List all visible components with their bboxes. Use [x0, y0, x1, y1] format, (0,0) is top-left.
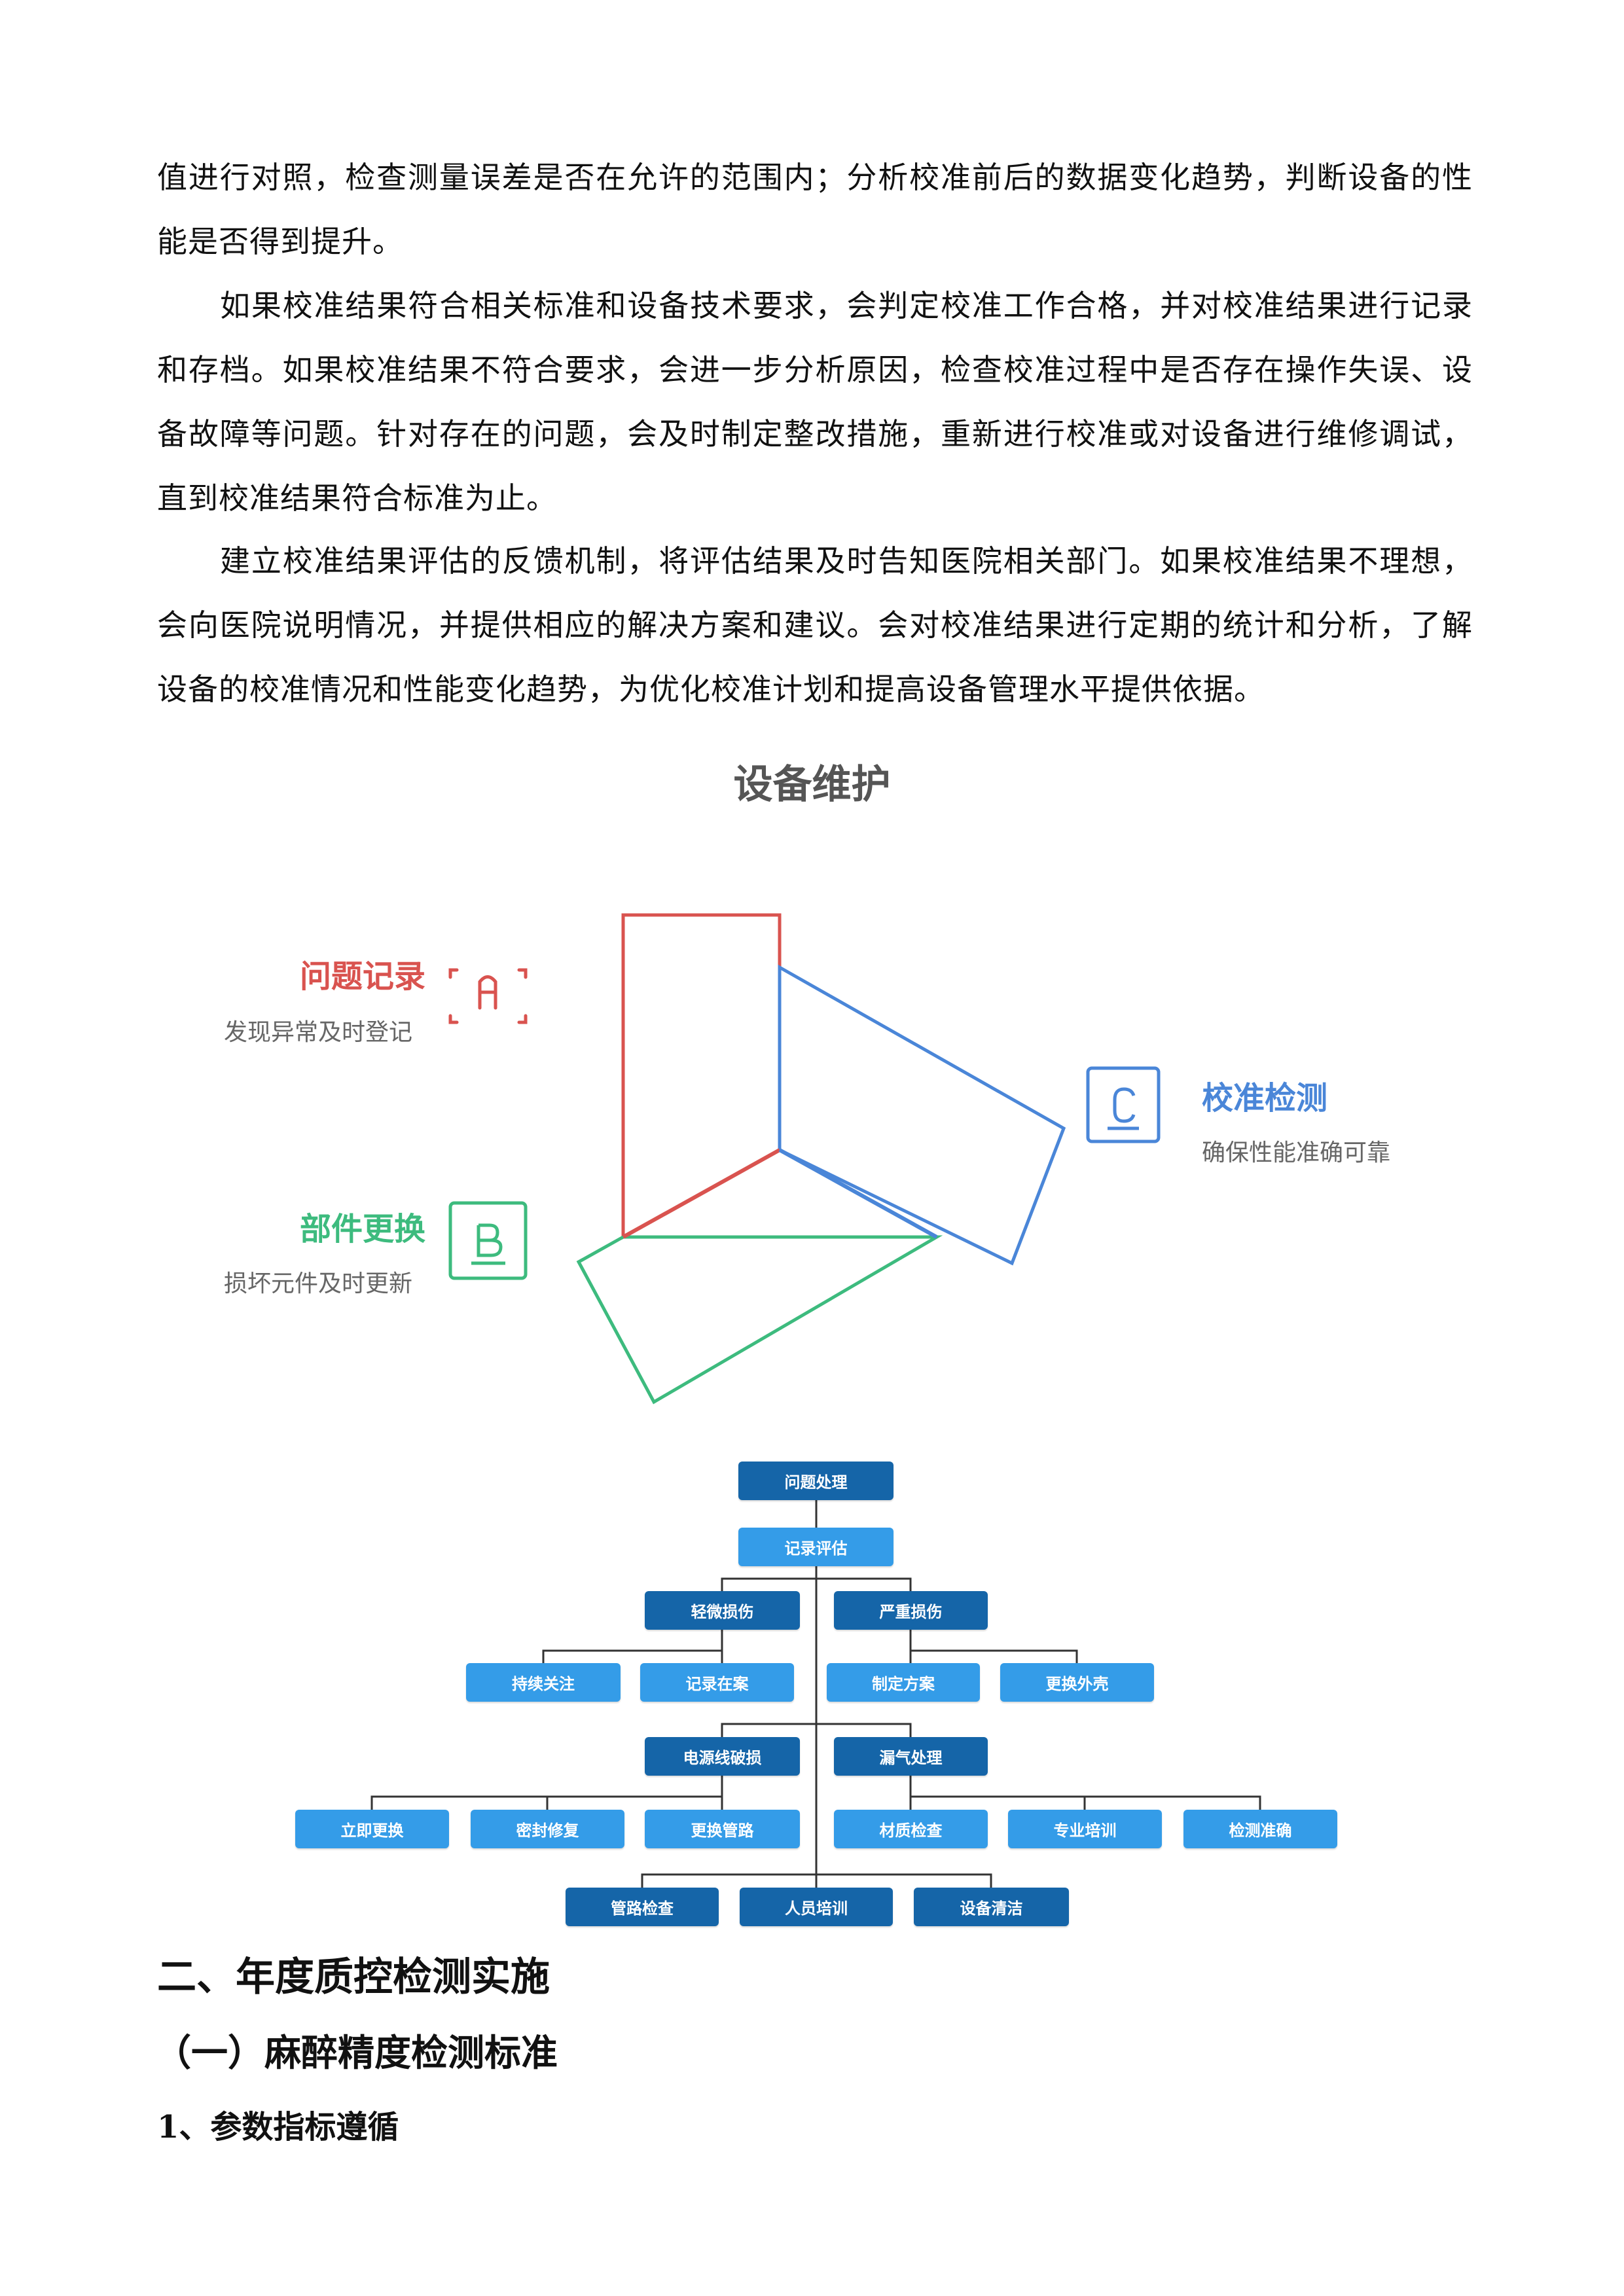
org-node-severe-damage: 严重损伤 [834, 1591, 988, 1630]
section-heading: 二、年度质控检测实施 [157, 1954, 550, 2000]
item-heading: 1、参数指标遵循 [157, 2109, 399, 2145]
org-node-root: 问题处理 [738, 1462, 893, 1500]
org-node-record-file: 记录在案 [640, 1663, 794, 1702]
org-node-leak-handling: 漏气处理 [834, 1737, 988, 1776]
letter-b-icon [448, 1201, 528, 1280]
org-node-replace-now: 立即更换 [295, 1810, 449, 1848]
org-node-staff-training: 人员培训 [740, 1888, 893, 1926]
org-node-continuous-watch: 持续关注 [466, 1663, 621, 1702]
maintenance-shape-diagram [448, 913, 1161, 1405]
org-node-replace-shell: 更换外壳 [1000, 1663, 1154, 1702]
item-b-desc: 损坏元件及时更新 [224, 1270, 413, 1297]
shape-c-outline [778, 964, 1066, 1266]
org-node-power-cord-damage: 电源线破损 [645, 1737, 800, 1776]
org-node-make-plan: 制定方案 [827, 1663, 980, 1702]
org-node-accurate-detection: 检测准确 [1183, 1810, 1337, 1848]
org-node-professional-training: 专业培训 [1008, 1810, 1162, 1848]
org-chart-connectors [370, 1500, 1261, 1907]
diagram-title: 设备维护 [733, 762, 891, 808]
letter-c-icon [1086, 1066, 1161, 1143]
org-node-seal-repair: 密封修复 [471, 1810, 624, 1848]
paragraph-calibration-comparison: 值进行对照，检查测量误差是否在允许的范围内；分析校准前后的数据变化趋势，判断设备… [157, 160, 1473, 259]
org-node-minor-damage: 轻微损伤 [645, 1591, 800, 1630]
paragraph-feedback-mechanism: 建立校准结果评估的反馈机制，将评估结果及时告知医院相关部门。如果校准结果不理想，… [157, 543, 1473, 707]
org-node-material-check: 材质检查 [834, 1810, 988, 1848]
org-node-replace-tubing: 更换管路 [645, 1810, 800, 1848]
subsection-heading: （一）麻醉精度检测标准 [154, 2032, 558, 2075]
item-a-title: 问题记录 [299, 958, 425, 995]
org-node-record-evaluate: 记录评估 [738, 1528, 893, 1566]
org-node-equipment-cleaning: 设备清洁 [914, 1888, 1069, 1926]
item-c-desc: 确保性能准确可靠 [1202, 1139, 1391, 1166]
letter-a-icon [448, 968, 528, 1024]
item-a-desc: 发现异常及时登记 [224, 1019, 413, 1046]
item-c-title: 校准检测 [1202, 1080, 1328, 1117]
shape-b-outline [576, 1235, 943, 1405]
paragraph-calibration-result: 如果校准结果符合相关标准和设备技术要求，会判定校准工作合格，并对校准结果进行记录… [157, 288, 1473, 516]
item-b-title: 部件更换 [299, 1211, 425, 1247]
org-node-tubing-check: 管路检查 [566, 1888, 719, 1926]
